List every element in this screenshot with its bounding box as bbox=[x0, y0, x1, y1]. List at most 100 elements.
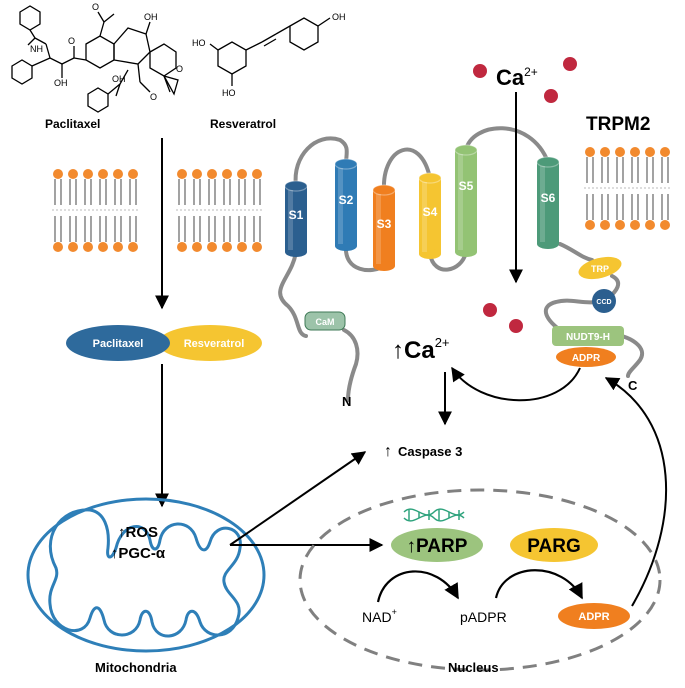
adpr-to-trpm2-arrow bbox=[604, 377, 667, 607]
complex-resveratrol-label: Resveratrol bbox=[184, 338, 245, 350]
ho-label-1: HO bbox=[192, 38, 206, 48]
ros-up-arrow: ↑ bbox=[118, 524, 126, 541]
ros-label: ↑ROS bbox=[118, 524, 158, 541]
nucleus-envelope bbox=[298, 488, 662, 672]
nad-sup: + bbox=[392, 607, 397, 617]
parg-node bbox=[510, 528, 598, 562]
lipid-pair bbox=[237, 169, 247, 252]
caspase-label: ↑Caspase 3 bbox=[384, 443, 462, 460]
nucleus-label: Nucleus bbox=[448, 660, 499, 675]
cam-label: CaM bbox=[315, 317, 334, 327]
lipid-pair bbox=[68, 169, 78, 252]
pgc-text: PGC-α bbox=[118, 545, 166, 562]
segment-label-s6: S6 bbox=[541, 191, 556, 205]
mito-to-caspase-arrow bbox=[229, 451, 367, 546]
mitochondrion bbox=[26, 497, 266, 653]
lipid-pair bbox=[645, 147, 655, 230]
ca-symbol-in: Ca bbox=[404, 337, 435, 364]
nudt9-domain bbox=[552, 326, 624, 346]
pgc-label: ↑PGC-α bbox=[111, 545, 166, 562]
lipid-pair bbox=[222, 169, 232, 252]
segment-s1: S1 bbox=[284, 180, 308, 257]
lipid-pair bbox=[630, 147, 640, 230]
mitochondria-label: Mitochondria bbox=[95, 660, 177, 675]
adpr-to-ca-arrow bbox=[451, 366, 581, 402]
complex-resveratrol bbox=[158, 325, 262, 361]
nad-text: NAD bbox=[362, 609, 392, 625]
lipid-pair bbox=[98, 169, 108, 252]
trp-domain bbox=[578, 256, 622, 280]
dna-icon bbox=[403, 508, 465, 522]
pgc-up-arrow: ↑ bbox=[111, 545, 119, 562]
ca-intracellular-label: ↑Ca2+ bbox=[392, 335, 450, 364]
paclitaxel-atom-labels: NH OH O O OH OH O O bbox=[30, 2, 183, 102]
lipid-pair bbox=[128, 169, 138, 252]
cell-membrane-right bbox=[584, 147, 671, 230]
o-label-1: O bbox=[68, 36, 75, 46]
segment-s4: S4 bbox=[418, 172, 442, 259]
oh-label-1: OH bbox=[54, 78, 68, 88]
trpm2-loops bbox=[278, 126, 644, 402]
cam-domain bbox=[304, 311, 346, 331]
trpm2-label: TRPM2 bbox=[586, 114, 650, 135]
oh-label-3: OH bbox=[112, 74, 126, 84]
segment-s2: S2 bbox=[334, 158, 358, 251]
lipid-pair bbox=[207, 169, 217, 252]
segment-label-s5: S5 bbox=[459, 179, 474, 193]
paclitaxel-structure bbox=[11, 5, 179, 113]
segment-label-s2: S2 bbox=[339, 193, 354, 207]
ros-text: ROS bbox=[125, 524, 158, 541]
o-label-3: O bbox=[150, 92, 157, 102]
segment-label-s3: S3 bbox=[377, 217, 392, 231]
complex-paclitaxel bbox=[66, 325, 170, 361]
adpr-bound-label: ADPR bbox=[572, 353, 601, 364]
lipid-pair bbox=[113, 169, 123, 252]
lipid-pair bbox=[660, 147, 670, 230]
trp-label: TRP bbox=[591, 264, 609, 274]
parp-up-arrow: ↑ bbox=[407, 536, 417, 557]
lipid-pair bbox=[192, 169, 202, 252]
ccd-label: CCD bbox=[596, 299, 611, 306]
ho-label-2: HO bbox=[222, 88, 236, 98]
ccd-domain bbox=[592, 289, 616, 313]
nh-label: NH bbox=[30, 44, 43, 54]
padpr-label: pADPR bbox=[460, 609, 507, 625]
parg-reaction-arrow bbox=[494, 569, 583, 600]
ca-charge: 2+ bbox=[524, 65, 538, 79]
lipid-pair bbox=[585, 147, 595, 230]
lipid-pair bbox=[53, 169, 63, 252]
segment-s3: S3 bbox=[372, 184, 396, 271]
adpr-bound bbox=[556, 347, 616, 367]
lipid-pair bbox=[600, 147, 610, 230]
parp-label: ↑PARP bbox=[407, 536, 468, 557]
ca-ions-extracellular bbox=[473, 57, 577, 103]
ca-symbol: Ca bbox=[496, 65, 525, 90]
c-terminus-label: C bbox=[628, 378, 638, 393]
paclitaxel-structure-label: Paclitaxel bbox=[45, 117, 100, 131]
ca-charge-in: 2+ bbox=[435, 335, 450, 350]
n-terminus-label: N bbox=[342, 394, 351, 409]
lipid-pair bbox=[615, 147, 625, 230]
ca-up-arrow: ↑ bbox=[392, 337, 404, 364]
cell-membrane-left bbox=[52, 169, 263, 252]
o-label-4: O bbox=[176, 64, 183, 74]
complex-paclitaxel-label: Paclitaxel bbox=[93, 338, 144, 350]
lipid-pair bbox=[83, 169, 93, 252]
oh-label-4: OH bbox=[332, 12, 346, 22]
segment-s6: S6 bbox=[536, 156, 560, 249]
caspase-up-arrow: ↑ bbox=[384, 443, 392, 460]
resveratrol-structure bbox=[209, 17, 331, 86]
resveratrol-structure-label: Resveratrol bbox=[210, 117, 276, 131]
parp-text: PARP bbox=[416, 536, 468, 557]
parg-label: PARG bbox=[527, 536, 580, 557]
lipid-pair bbox=[177, 169, 187, 252]
parp-reaction-arrow bbox=[376, 570, 459, 603]
lipid-pair bbox=[252, 169, 262, 252]
segment-s5: S5 bbox=[454, 144, 478, 257]
o-label-2: O bbox=[92, 2, 99, 12]
adpr-product bbox=[558, 603, 630, 629]
adpr-product-label: ADPR bbox=[578, 611, 609, 623]
